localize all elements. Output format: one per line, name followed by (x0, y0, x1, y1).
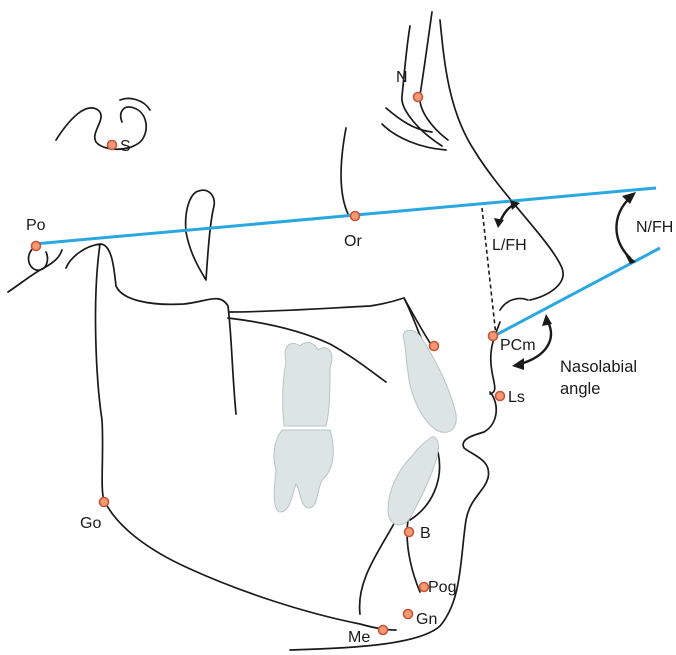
label-angle: angle (560, 380, 600, 398)
label-ls: Ls (508, 389, 525, 406)
soft-tissue-nose (440, 20, 563, 300)
angle-labels: L/FH N/FH Nasolabial angle (492, 219, 673, 398)
label-or: Or (344, 233, 362, 250)
teeth (274, 330, 456, 525)
label-b: B (420, 525, 431, 542)
landmark-s-point (108, 141, 117, 150)
landmark-pcm-point (489, 332, 498, 341)
lower-molar (274, 430, 333, 512)
landmark-n-point (414, 93, 423, 102)
label-n: N (396, 69, 408, 86)
perpendicular-dashed-line (482, 208, 496, 336)
landmark-a-point (430, 342, 439, 351)
landmark-me-point (379, 626, 388, 635)
mandible-outline (66, 244, 396, 630)
nasal-bone-line-outer (420, 12, 448, 140)
label-s: S (120, 138, 131, 155)
label-l-fh: L/FH (492, 237, 527, 254)
nasolabial-arrowhead-bottom (512, 358, 524, 370)
occipital-line (8, 250, 62, 292)
label-go: Go (80, 515, 101, 532)
label-po: Po (26, 217, 46, 234)
landmark-go-point (100, 498, 109, 507)
label-me: Me (348, 629, 370, 646)
l-fh-arrowhead-bottom (494, 218, 504, 228)
upper-molar (283, 343, 332, 426)
landmark-b-point (405, 528, 414, 537)
label-pcm: PCm (500, 337, 536, 354)
landmark-labels: N S Po Or PCm Ls Go B Pog Gn Me (26, 69, 536, 646)
label-n-fh: N/FH (636, 219, 673, 236)
anatomy-outline (8, 12, 563, 650)
label-nasolabial: Nasolabial (560, 358, 637, 376)
nose-tip-small (500, 298, 528, 310)
upper-lip-tangent-line (494, 248, 660, 336)
landmark-or-point (351, 212, 360, 221)
n-fh-angle-arrow (616, 198, 630, 258)
orbit-floor (341, 128, 348, 214)
sella-turcica (56, 98, 150, 149)
landmark-gn-point (404, 610, 413, 619)
n-fh-arrowhead-bottom (624, 252, 636, 264)
landmark-po-point (32, 242, 41, 251)
nasolabial-arrowhead-top (542, 314, 552, 326)
label-gn: Gn (416, 611, 437, 628)
lower-incisor (388, 437, 438, 525)
n-fh-arrowhead-top (622, 192, 636, 204)
landmark-ls-point (496, 392, 505, 401)
pterygoid-process (186, 190, 215, 280)
label-pog: Pog (428, 579, 456, 596)
